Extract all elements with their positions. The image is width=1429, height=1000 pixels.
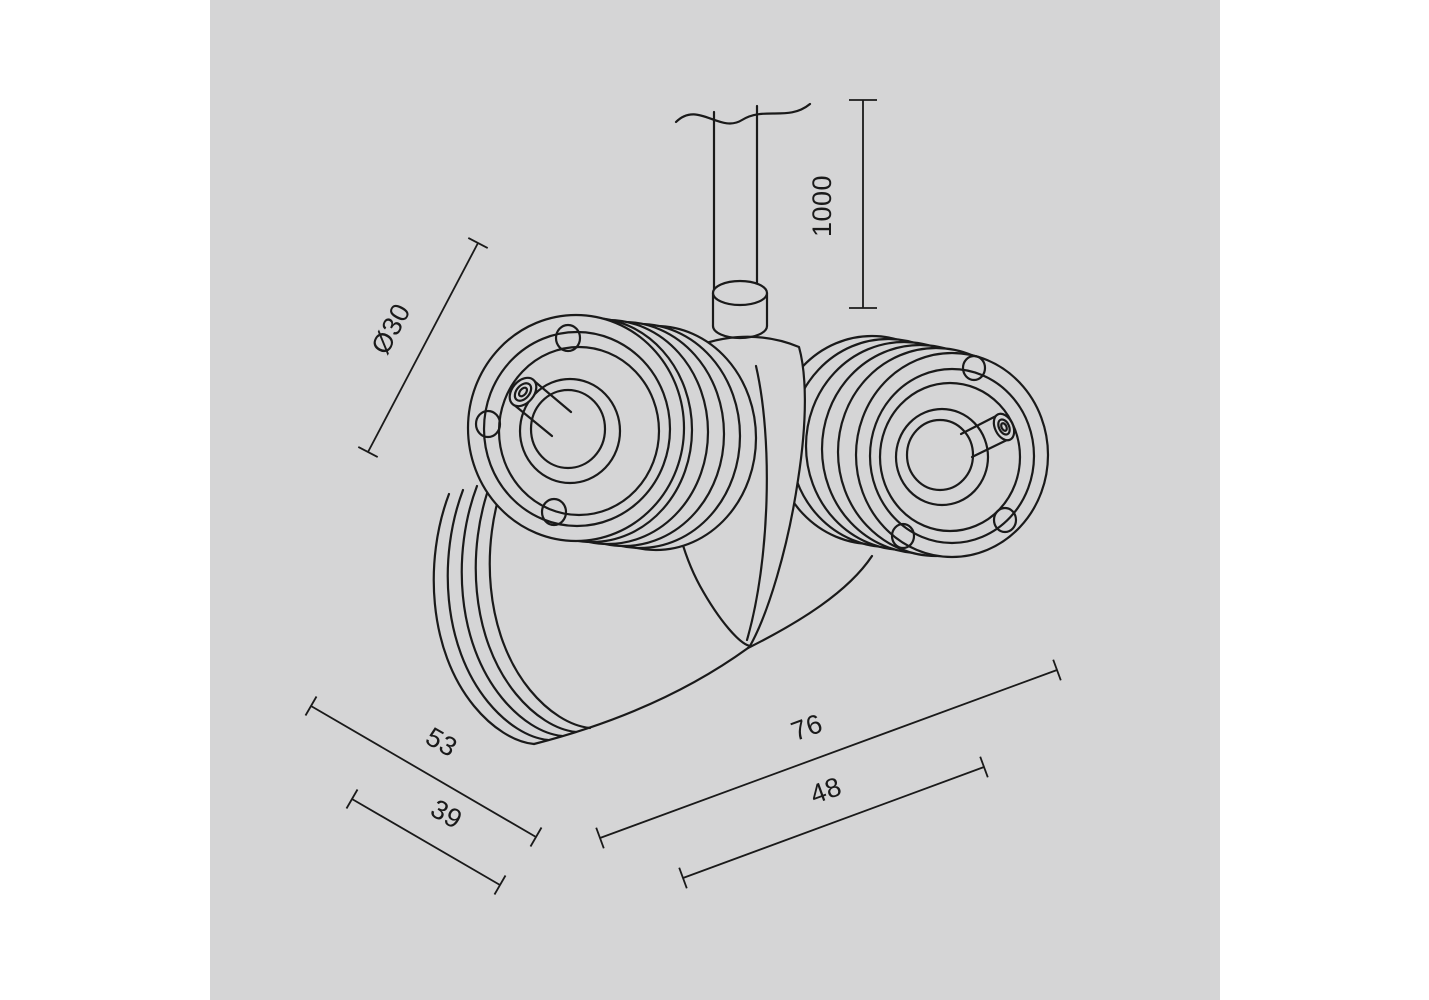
right-adjust-pin	[959, 412, 1016, 459]
left-adjust-pin	[508, 376, 573, 438]
left-head-face	[466, 313, 686, 543]
dim-label-suspension-length: 1000	[807, 175, 837, 237]
bolt-hole	[992, 506, 1018, 534]
bolt-hole	[890, 522, 916, 550]
right-head-face	[854, 351, 1050, 559]
rod-collar	[711, 279, 769, 340]
bolt-hole	[474, 409, 502, 439]
break-line	[674, 102, 812, 125]
fixture-drawing	[432, 102, 1050, 746]
dimension-suspension-length: 1000	[807, 99, 877, 309]
bolt-hole	[540, 497, 568, 527]
bolt-hole	[961, 354, 987, 382]
suspension-rod	[674, 102, 812, 294]
barrel-bottom-left-edge	[532, 646, 750, 746]
bolt-hole	[554, 323, 582, 353]
left-barrel-ribs	[432, 476, 750, 746]
barrel-bottom-right-edge	[746, 554, 874, 650]
